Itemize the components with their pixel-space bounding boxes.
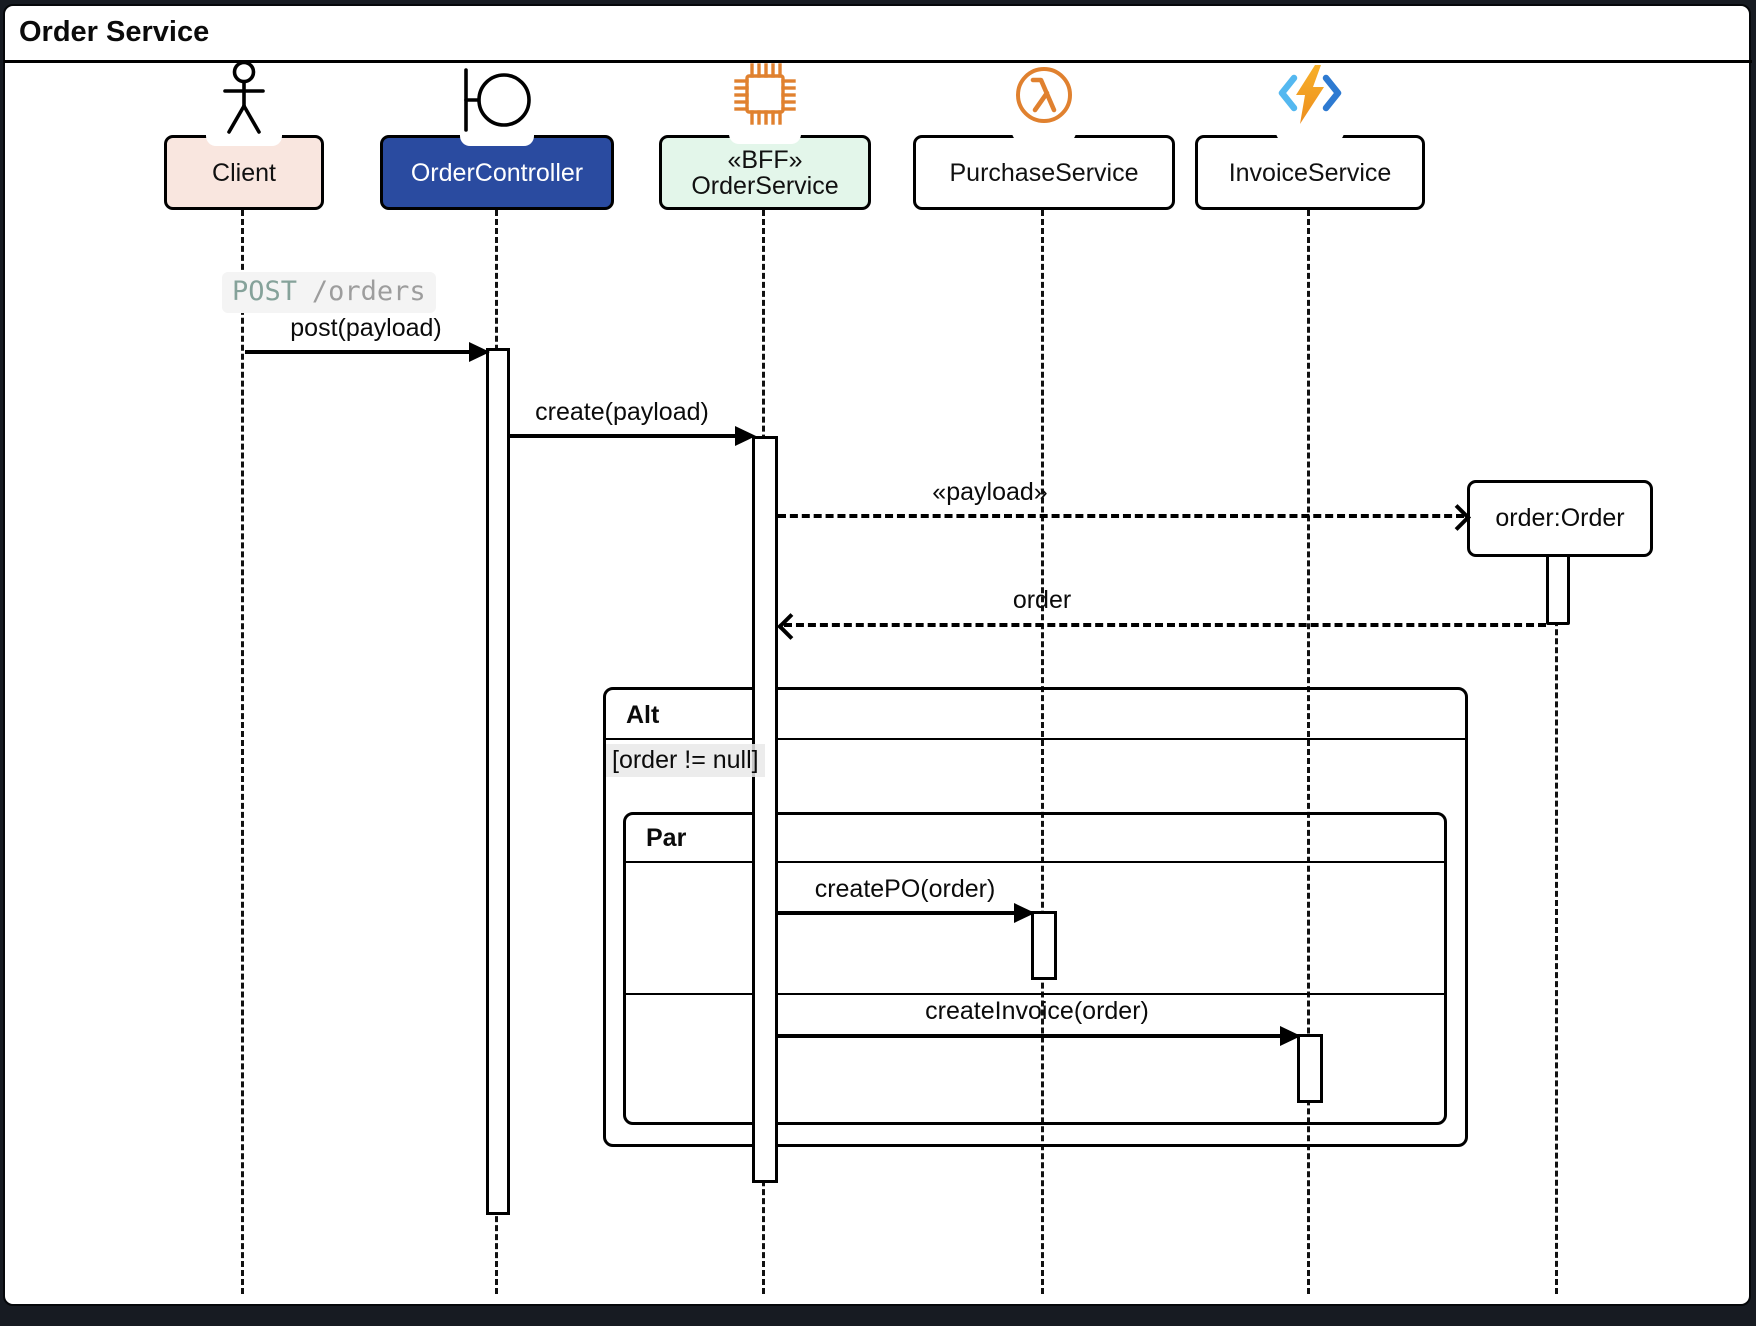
participant-invoice-service: InvoiceService [1195, 135, 1425, 210]
http-path: /orders [311, 276, 426, 307]
activation-invoice-service [1297, 1034, 1323, 1103]
participant-purchase-service: PurchaseService [913, 135, 1175, 210]
diagram-title: Order Service [19, 16, 210, 48]
message-order-return [777, 613, 1546, 640]
message-label: create(payload) [535, 398, 709, 426]
arrowhead-icon [1014, 903, 1035, 923]
message-label: createPO(order) [814, 875, 996, 903]
azure-functions-icon [1278, 65, 1342, 124]
alt-header-divider [606, 738, 1465, 740]
icon-notch [1012, 132, 1076, 142]
lifeline-order-object [1555, 557, 1558, 1294]
activation-order-object [1546, 554, 1570, 625]
participant-label: OrderController [410, 158, 584, 187]
boundary-icon [464, 68, 531, 132]
arrowhead-icon [1280, 1026, 1301, 1046]
participant-label: «BFF»OrderService [691, 145, 839, 200]
message-label: createInvoice(order) [925, 997, 1149, 1025]
icon-notch [206, 132, 282, 146]
activation-order-controller [486, 348, 510, 1215]
arrowhead-icon [469, 342, 490, 362]
diagram-canvas [3, 4, 1751, 1306]
message-post-payload [245, 342, 490, 362]
message-label: «payload» [932, 478, 1048, 506]
lifeline-client [241, 210, 244, 1294]
activation-order-service [752, 436, 778, 1183]
par-header-divider [626, 861, 1444, 863]
participant-label: PurchaseService [949, 158, 1139, 187]
message-label: post(payload) [290, 314, 442, 342]
http-annotation: POST/orders [222, 272, 436, 313]
par-section-divider [626, 993, 1444, 995]
participant-label: Client [212, 158, 276, 187]
title-divider [4, 60, 1752, 63]
alt-condition-label: [order != null] [606, 744, 765, 777]
actor-icon [223, 60, 265, 134]
message-create-payload [510, 426, 756, 446]
message-create-po [778, 903, 1035, 923]
chip-icon [734, 63, 796, 125]
par-fragment-label: Par [646, 824, 687, 852]
lambda-icon [1016, 67, 1072, 123]
icon-notch [460, 132, 534, 146]
order-object-label: order:Order [1495, 504, 1625, 532]
alt-fragment-label: Alt [626, 701, 660, 729]
message-create-invoice [778, 1026, 1301, 1046]
http-method: POST [232, 276, 298, 307]
participant-order-service: «BFF»OrderService [659, 135, 871, 210]
par-fragment: Par [623, 812, 1447, 1125]
icon-notch [729, 132, 801, 144]
participant-client: Client [164, 135, 324, 210]
lifeline-invoice-service [1307, 210, 1310, 1294]
message-payload-create-object [778, 504, 1471, 531]
participant-order-controller: OrderController [380, 135, 614, 210]
message-label: order [1012, 586, 1072, 614]
participant-label: InvoiceService [1228, 158, 1392, 187]
lifeline-purchase-service [1041, 210, 1044, 1294]
icon-notch [1276, 132, 1344, 142]
alt-fragment: Alt [603, 687, 1468, 1147]
arrowhead-icon [735, 426, 756, 446]
activation-purchase-service [1031, 911, 1057, 980]
order-object-box: order:Order [1467, 480, 1653, 557]
